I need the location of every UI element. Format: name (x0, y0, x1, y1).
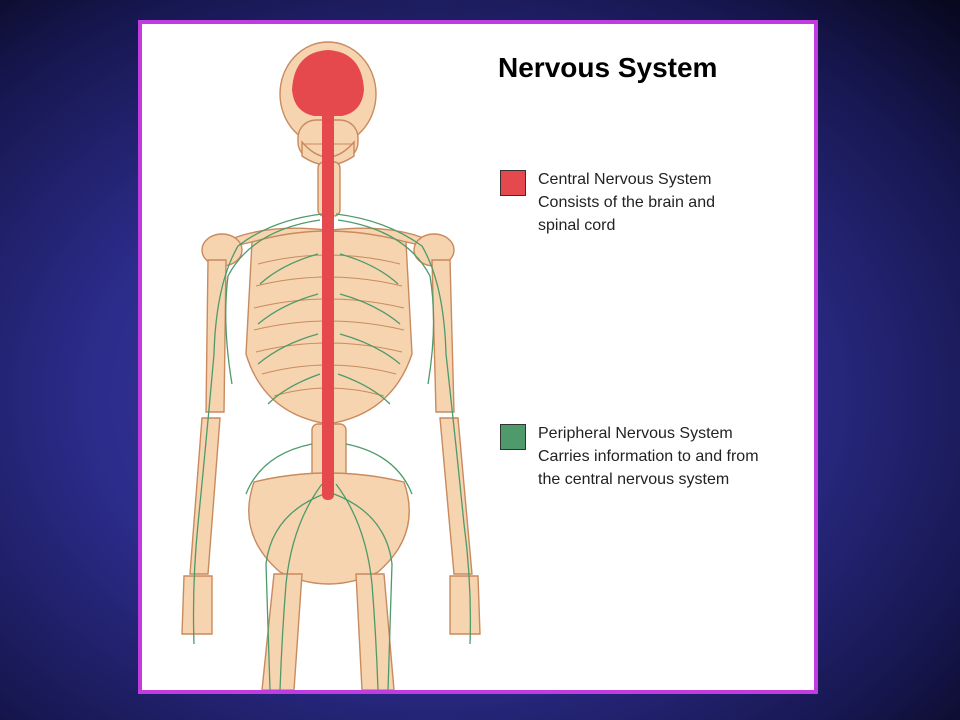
central-nervous-system (292, 50, 364, 500)
cns-name: Central Nervous System (538, 171, 712, 188)
pns-swatch (500, 424, 526, 450)
cns-swatch (500, 170, 526, 196)
pns-desc-line1: Carries information to and from (538, 448, 759, 465)
pns-desc-line2: the central nervous system (538, 471, 730, 488)
skeleton (181, 41, 481, 690)
skeleton-figure (181, 41, 481, 690)
page-title: Nervous System (498, 52, 718, 83)
cns-desc-line1: Consists of the brain and (538, 194, 715, 211)
cns-description: Central Nervous System Consists of the b… (538, 168, 808, 237)
peripheral-nerves (192, 213, 472, 690)
cns-desc-line2: spinal cord (538, 217, 616, 234)
diagram-panel: Nervous System Central Nervous System Co… (138, 20, 818, 694)
pns-name: Peripheral Nervous System (538, 425, 733, 442)
pns-description: Peripheral Nervous System Carries inform… (538, 422, 808, 491)
